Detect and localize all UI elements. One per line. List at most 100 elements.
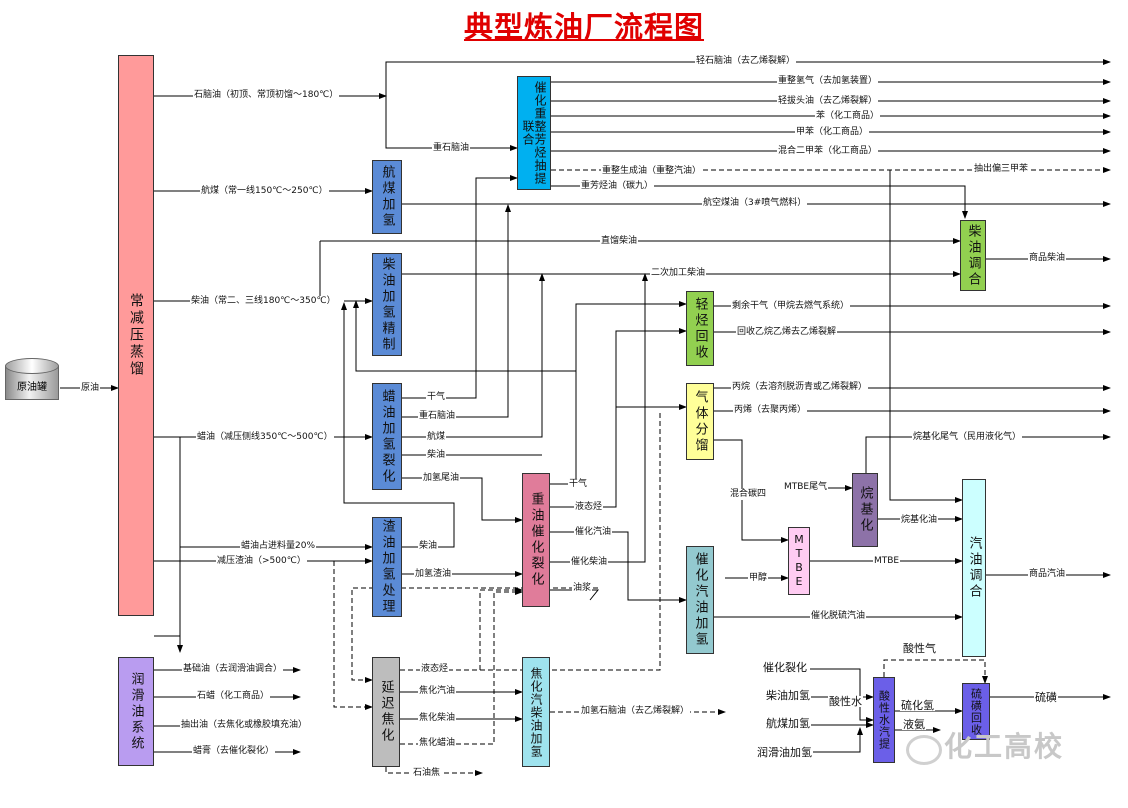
unit-sour-water-stripper: 酸性水汽提 [873, 677, 895, 763]
label-dry-gas-fuel: 剩余干气（甲烷去燃气系统） [731, 301, 851, 312]
label-sour-water: 酸性水 [828, 695, 863, 708]
label-coke: 石油焦 [412, 768, 442, 779]
label-mtbe-out: MTBE [873, 556, 901, 567]
label-sulfur-out: 硫磺 [1034, 691, 1058, 704]
label-lube-base: 基础油（去润滑油调合） [182, 664, 284, 675]
unit-light-hydrocarbon-recovery: 轻烃回收 [686, 291, 714, 366]
label-mixed-c4: 混合碳四 [729, 489, 768, 500]
label-alkyl-lpg: 烷基化尾气（民用液化气） [912, 432, 1023, 443]
label-fcc-desulf-gasoline: 催化脱硫汽油 [810, 611, 867, 622]
flow-line [550, 589, 600, 601]
label-fcc-dry-gas: 干气 [568, 479, 589, 490]
watermark: 化工高校 [944, 730, 1065, 763]
label-vgo-atm: 蜡油（减压侧线350℃～500℃） [196, 432, 334, 443]
flow-line [550, 273, 648, 563]
page-title: 典型炼油厂流程图 [463, 10, 704, 44]
label-resid-diesel: 柴油 [418, 541, 439, 552]
label-toluene: 甲苯（化工商品） [795, 127, 870, 138]
unit-gas-fractionation: 气体分馏 [686, 383, 714, 460]
label-jet-atm: 航煤（常一线150℃～250℃） [200, 186, 329, 197]
flow-line [400, 587, 523, 671]
label-coker-gasoline: 焦化汽油 [418, 686, 457, 697]
flow-line [550, 301, 687, 485]
crude-tank-label: 原油罐 [17, 382, 47, 393]
label-naphtha-atm: 石脑油（初顶、常顶初馏～180℃） [193, 90, 340, 101]
unit-jet-hydrotreater: 航煤加氢 [372, 160, 402, 234]
label-hc-tail-oil: 加氢尾油 [422, 473, 461, 484]
flow-line [385, 767, 483, 776]
flow-line [883, 659, 988, 684]
unit-sulfur-recovery: 硫磺回收 [962, 683, 990, 740]
label-hc-jet: 航煤 [426, 432, 447, 443]
label-raffinate: 轻拔头油（去乙烯裂解） [777, 96, 879, 107]
label-acid-lube: 润滑油加氢 [756, 746, 813, 759]
flow-line [385, 59, 1111, 96]
unit-diesel-blending: 柴油调合 [960, 220, 986, 291]
flow-line [154, 437, 181, 637]
label-methanol: 甲醇 [748, 573, 769, 584]
flow-line [400, 410, 661, 671]
label-acid-jet: 航煤加氢 [765, 717, 811, 730]
unit-mtbe: MTBE [788, 527, 810, 595]
label-diesel-atm: 柴油（常二、三线180℃～350℃） [190, 296, 337, 307]
label-reformate: 重整生成油（重整汽油） [601, 166, 703, 177]
flow-line [402, 175, 518, 399]
label-vgo-ratio: 蜡油占进料量20% [240, 541, 317, 552]
unit-delayed-coker: 延迟焦化 [372, 657, 400, 767]
label-lube-extract: 抽出油（去焦化或橡胶填充油） [180, 720, 309, 731]
unit-fcc-gasoline-hydro: 催化汽油加氢 [686, 546, 714, 654]
label-acid-fcc: 催化裂化 [762, 661, 808, 674]
unit-lube-system: 润滑油系统 [118, 657, 154, 766]
label-vr-atm: 减压渣油（>500℃） [216, 556, 307, 567]
label-acid-diesel: 柴油加氢 [765, 689, 811, 702]
label-hc-heavy-naphtha: 重石脑油 [418, 411, 457, 422]
unit-coker-hydrotreater: 焦化汽柴油加氢 [522, 657, 550, 767]
label-benzene: 苯（化工商品） [815, 111, 881, 122]
label-fcc-lpg: 液态烃 [574, 502, 604, 513]
flow-line [865, 434, 1111, 473]
label-lube-paste: 蜡膏（去催化裂化） [192, 746, 276, 757]
flow-line [551, 185, 968, 219]
watermark-logo-icon [906, 735, 942, 765]
label-lube-wax: 石蜡（化工商品） [196, 691, 271, 702]
label-coker-diesel: 焦化柴油 [418, 713, 457, 724]
label-hydro-naphtha: 加氢石脑油（去乙烯裂解） [580, 706, 691, 717]
unit-alkylation: 烷基化 [852, 473, 878, 547]
label-jet-fuel: 航空煤油（3#喷气燃料） [702, 198, 808, 209]
unit-catalytic-reforming: 催化重整芳烃抽提联合 [517, 76, 551, 190]
flow-line [402, 477, 523, 523]
label-h2s: 硫化氢 [900, 699, 935, 712]
flow-line [402, 204, 511, 418]
crude-tank-icon: 原油罐 [5, 358, 59, 402]
label-xylene: 混合二甲苯（化工商品） [777, 146, 879, 157]
flow-line [889, 170, 963, 503]
label-c9: 重芳烃油（碳九） [580, 181, 655, 192]
label-light-naphtha: 轻石脑油（去乙烯裂解） [695, 56, 797, 67]
label-fcc-slurry: 油浆 [572, 583, 593, 594]
label-crude: 原油 [80, 383, 101, 394]
flow-line [402, 273, 545, 438]
flow-line [351, 587, 598, 683]
unit-diesel-hydrotreater: 柴油加氢精制 [372, 253, 402, 356]
label-mtbe-tail: MTBE尾气 [783, 482, 829, 493]
label-reform-h2: 重整氢气（去加氢装置） [777, 76, 879, 87]
label-coker-gasoil: 焦化蜡油 [418, 738, 457, 749]
label-ethylene-recovery: 回收乙烷乙烯去乙烯裂解 [736, 327, 838, 338]
flow-line [810, 668, 874, 723]
unit-fcc: 重油催化裂化 [522, 473, 550, 607]
label-coker-lpg: 液态烃 [420, 664, 450, 675]
label-ammonia: 液氨 [902, 718, 926, 731]
flow-line [400, 589, 523, 745]
label-heavy-naphtha: 重石脑油 [432, 143, 471, 154]
label-gasoline-product: 商品汽油 [1028, 569, 1067, 580]
label-acid-gas: 酸性气 [902, 642, 937, 655]
flow-line [385, 96, 518, 151]
label-hc-diesel: 柴油 [426, 450, 447, 461]
flow-line [353, 300, 576, 372]
label-sec-diesel: 二次加工柴油 [650, 268, 707, 279]
label-diesel-product: 商品柴油 [1028, 253, 1067, 264]
flow-line [810, 727, 863, 753]
label-trimethylbenzene: 抽出偏三甲苯 [973, 164, 1030, 175]
label-fcc-gasoline: 催化汽油 [574, 527, 613, 538]
